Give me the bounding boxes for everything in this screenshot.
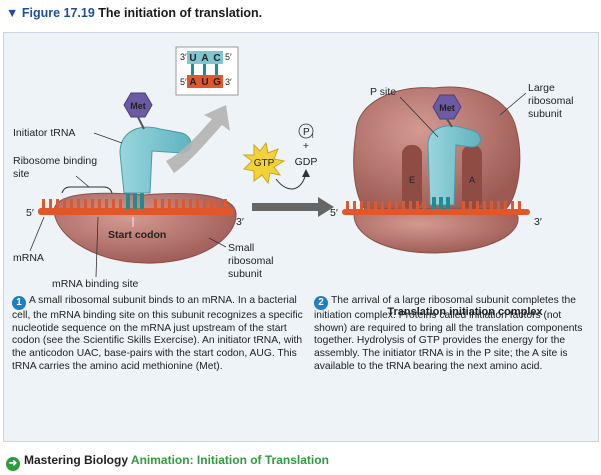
small-ribosomal-subunit-complex — [353, 207, 519, 254]
p-site-label: P site — [370, 86, 396, 98]
small-subunit-label-3: subunit — [228, 268, 262, 280]
mrna-label: mRNA — [13, 252, 44, 264]
e-site — [402, 145, 422, 209]
figure-caption-title: The initiation of translation. — [94, 6, 263, 20]
figure-panel: Met 3′ 5′ 5′ 3′ U A C A U G Initiator tR… — [3, 32, 599, 442]
inset-3prime: 3′ — [180, 52, 187, 62]
small-subunit-label-2: ribosomal — [228, 255, 274, 267]
a-site — [462, 145, 482, 209]
e-site-label: E — [409, 175, 415, 185]
ribosome-binding-site-label-2: site — [13, 168, 30, 180]
mrna-strand-right — [342, 209, 530, 215]
step-1-text: A small ribosomal subunit binds to an mR… — [12, 295, 303, 372]
met-hexagon — [123, 92, 153, 118]
phosphate-subscript: i — [312, 133, 314, 140]
mastering-biology-brand: Mastering Biology — [24, 453, 129, 467]
anticodon-c: C — [213, 53, 220, 64]
gdp-label: GDP — [295, 156, 318, 168]
a-site-label: A — [469, 175, 475, 185]
gtp-label: GTP — [254, 158, 275, 169]
inset-5prime-top: 5′ — [225, 52, 232, 62]
gtp-starburst — [242, 141, 286, 185]
translation-diagram: Met 3′ 5′ 5′ 3′ U A C A U G Initiator tR… — [13, 46, 574, 290]
codon-u: U — [201, 77, 208, 88]
mastering-biology-link[interactable]: ➜ Mastering Biology Animation: Initiation… — [6, 453, 329, 471]
met-label-complex: Met — [439, 103, 455, 113]
codon-a: A — [189, 77, 196, 88]
figure-number: ▼ Figure 17.19 — [6, 6, 95, 20]
gtp-hydrolysis-arrow — [275, 172, 307, 190]
large-subunit-label-3: subunit — [528, 108, 562, 120]
initiator-trna-p-site — [427, 125, 481, 206]
codon-inset: 3′ 5′ 5′ 3′ U A C A U G — [175, 46, 239, 96]
mrna-5prime-right: 5′ — [330, 207, 338, 219]
phosphate-circle — [298, 123, 314, 139]
step-2-text: The arrival of a large ribosomal subunit… — [314, 295, 583, 372]
initiator-trna-label: Initiator tRNA — [13, 127, 75, 139]
p-site-pairs — [432, 197, 450, 209]
anticodon-a: A — [201, 53, 208, 64]
met-label: Met — [130, 101, 146, 111]
complex-title: Translation initiation complex — [387, 306, 543, 318]
animation-link[interactable]: Animation: Initiation of Translation — [130, 453, 329, 467]
ribosome-binding-site-label-1: Ribosome binding — [13, 155, 97, 167]
inset-3prime-bottom: 3′ — [225, 77, 232, 87]
mrna-strand-left — [38, 208, 233, 215]
mrna-5prime-left: 5′ — [26, 207, 34, 219]
ribosome-binding-site-bracket — [61, 186, 113, 194]
anticodon-u: U — [189, 53, 196, 64]
inset-5prime: 5′ — [180, 77, 187, 87]
mrna-bases-right — [346, 201, 521, 210]
start-codon-label: Start codon — [108, 229, 166, 241]
zoom-arrow — [166, 105, 230, 173]
large-subunit-label-1: Large — [528, 82, 555, 94]
step-2-badge: 2 — [314, 296, 328, 311]
figure-title: ▼ Figure 17.19 The initiation of transla… — [6, 6, 262, 20]
plus-label: + — [303, 140, 309, 152]
start-codon-pairs — [126, 193, 144, 209]
mrna-binding-site-label: mRNA binding site — [52, 278, 139, 290]
large-subunit-label-2: ribosomal — [528, 95, 574, 107]
codon-g: G — [213, 77, 221, 88]
phosphate-label: P — [303, 127, 310, 138]
mrna-3prime-left: 3′ — [236, 216, 244, 228]
small-subunit-label-1: Small — [228, 242, 254, 254]
play-arrow-icon: ➜ — [6, 456, 20, 471]
met-hexagon-complex — [432, 94, 462, 120]
process-arrow — [252, 197, 334, 217]
step-1-badge: 1 — [12, 296, 26, 311]
mrna-3prime-right: 3′ — [534, 216, 542, 228]
mrna-bases-left — [42, 199, 227, 209]
